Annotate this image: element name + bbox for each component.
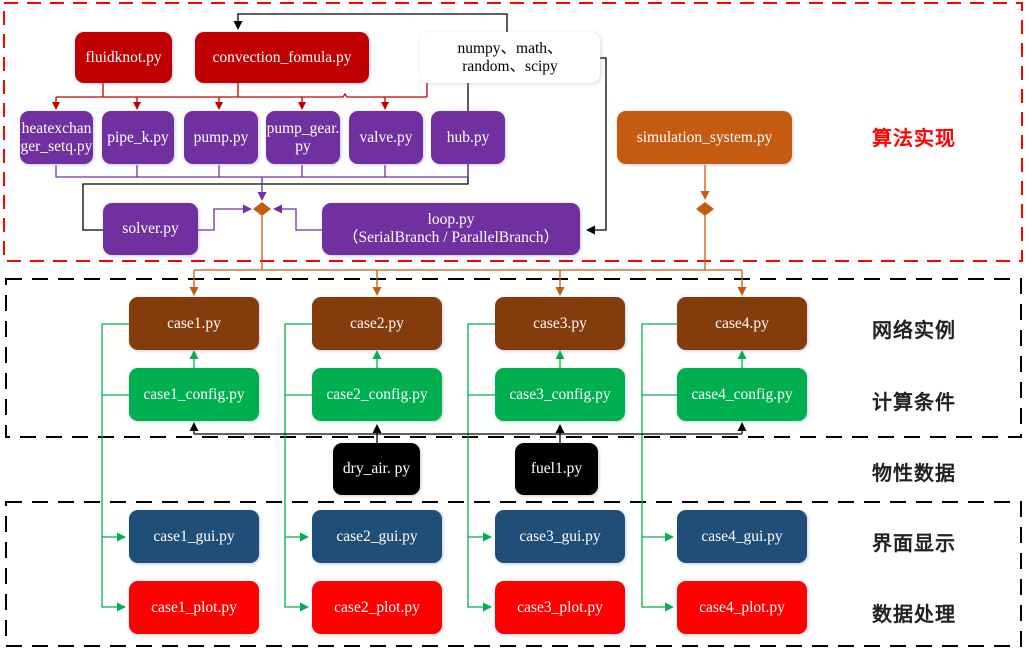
case4-module[interactable]: case4.py (677, 297, 807, 350)
case-instantiation-lines (189, 165, 747, 296)
display-region-border (5, 501, 1022, 647)
core-dependency-lines (52, 83, 428, 110)
algorithm-region-border (3, 2, 1023, 262)
case2-module[interactable]: case2.py (312, 297, 442, 350)
valve-label: valve.py (359, 128, 413, 146)
valve-module[interactable]: valve.py (349, 111, 423, 164)
heatexchanger-line1: heatexchan (21, 119, 92, 137)
pump-gear-module[interactable]: pump_gear. py (266, 111, 340, 164)
case4-config-label: case4_config.py (691, 385, 793, 403)
fluidknot-label: fluidknot.py (85, 48, 162, 66)
case4-gui-module[interactable]: case4_gui.py (677, 510, 807, 563)
aggregation-diamond-right (696, 202, 714, 216)
case4-gui-label: case4_gui.py (701, 527, 783, 545)
pump-module[interactable]: pump.py (184, 111, 258, 164)
solver-module[interactable]: solver.py (103, 203, 198, 255)
case2-label: case2.py (350, 314, 404, 332)
pump-gear-line1: pump_gear. (266, 119, 340, 137)
case4-plot-label: case4_plot.py (699, 598, 785, 616)
case2-gui-module[interactable]: case2_gui.py (312, 510, 442, 563)
fuel1-module[interactable]: fuel1.py (515, 443, 598, 495)
case2-plot-label: case2_plot.py (334, 598, 420, 616)
case3-gui-module[interactable]: case3_gui.py (495, 510, 625, 563)
heatexchanger-module[interactable]: heatexchan ger_setq.py (20, 111, 93, 164)
case2-gui-label: case2_gui.py (336, 527, 418, 545)
fuel1-label: fuel1.py (530, 460, 583, 477)
case3-config-label: case3_config.py (509, 385, 611, 403)
case3-config-module[interactable]: case3_config.py (495, 368, 625, 421)
case1-plot-label: case1_plot.py (151, 598, 237, 616)
libraries-line1: numpy、math、 (457, 39, 563, 57)
case4-plot-module[interactable]: case4_plot.py (677, 581, 807, 634)
region-label-calc-conditions: 计算条件 (872, 390, 956, 414)
case3-module[interactable]: case3.py (495, 297, 625, 350)
loop-module[interactable]: loop.py （SerialBranch / ParallelBranch） (322, 203, 580, 255)
aggregation-diamond-left (253, 202, 271, 216)
case2-config-label: case2_config.py (326, 385, 428, 403)
case4-label: case4.py (715, 314, 769, 332)
simulation-system-module[interactable]: simulation_system.py (617, 111, 792, 164)
case3-plot-module[interactable]: case3_plot.py (495, 581, 625, 634)
region-label-data-processing: 数据处理 (872, 602, 956, 626)
hub-label: hub.py (446, 128, 490, 146)
convection-formula-module[interactable]: convection_fomula.py (195, 32, 369, 83)
case3-label: case3.py (533, 314, 587, 332)
case3-gui-label: case3_gui.py (519, 527, 601, 545)
region-label-gui-display: 界面显示 (872, 531, 956, 555)
dry-air-module[interactable]: dry_air. py (333, 443, 420, 495)
libraries-box[interactable]: numpy、math、 random、scipy (420, 32, 600, 83)
loop-line2: （SerialBranch / ParallelBranch） (342, 229, 560, 246)
dry-air-label: dry_air. py (342, 460, 411, 477)
loop-line1: loop.py (427, 211, 475, 228)
case4-config-module[interactable]: case4_config.py (677, 368, 807, 421)
region-label-network-instance: 网络实例 (872, 318, 956, 342)
hub-module[interactable]: hub.py (431, 111, 505, 164)
case3-plot-label: case3_plot.py (517, 598, 603, 616)
pipe-k-module[interactable]: pipe_k.py (102, 111, 174, 164)
case1-module[interactable]: case1.py (129, 297, 259, 350)
case-output-lines (101, 323, 747, 612)
convection-formula-label: convection_fomula.py (212, 48, 352, 66)
fluidknot-module[interactable]: fluidknot.py (75, 32, 172, 83)
simulation-system-label: simulation_system.py (636, 128, 773, 146)
region-label-physical-data: 物性数据 (872, 461, 956, 485)
case1-config-module[interactable]: case1_config.py (129, 368, 259, 421)
case1-gui-module[interactable]: case1_gui.py (129, 510, 259, 563)
case1-label: case1.py (167, 314, 221, 332)
pipe-k-label: pipe_k.py (107, 128, 169, 146)
pump-gear-line2: py (295, 137, 311, 155)
pump-label: pump.py (193, 128, 249, 146)
network-region-border (5, 278, 1022, 438)
libraries-line2: random、scipy (462, 57, 558, 75)
case1-config-label: case1_config.py (143, 385, 245, 403)
physical-data-lines (189, 422, 747, 446)
case2-config-module[interactable]: case2_config.py (312, 368, 442, 421)
solver-label: solver.py (122, 220, 179, 237)
heatexchanger-line2: ger_setq.py (20, 137, 93, 155)
case1-gui-label: case1_gui.py (153, 527, 235, 545)
component-aggregation-lines (55, 165, 469, 231)
case1-plot-module[interactable]: case1_plot.py (129, 581, 259, 634)
region-label-algorithm: 算法实现 (872, 126, 956, 150)
case2-plot-module[interactable]: case2_plot.py (312, 581, 442, 634)
